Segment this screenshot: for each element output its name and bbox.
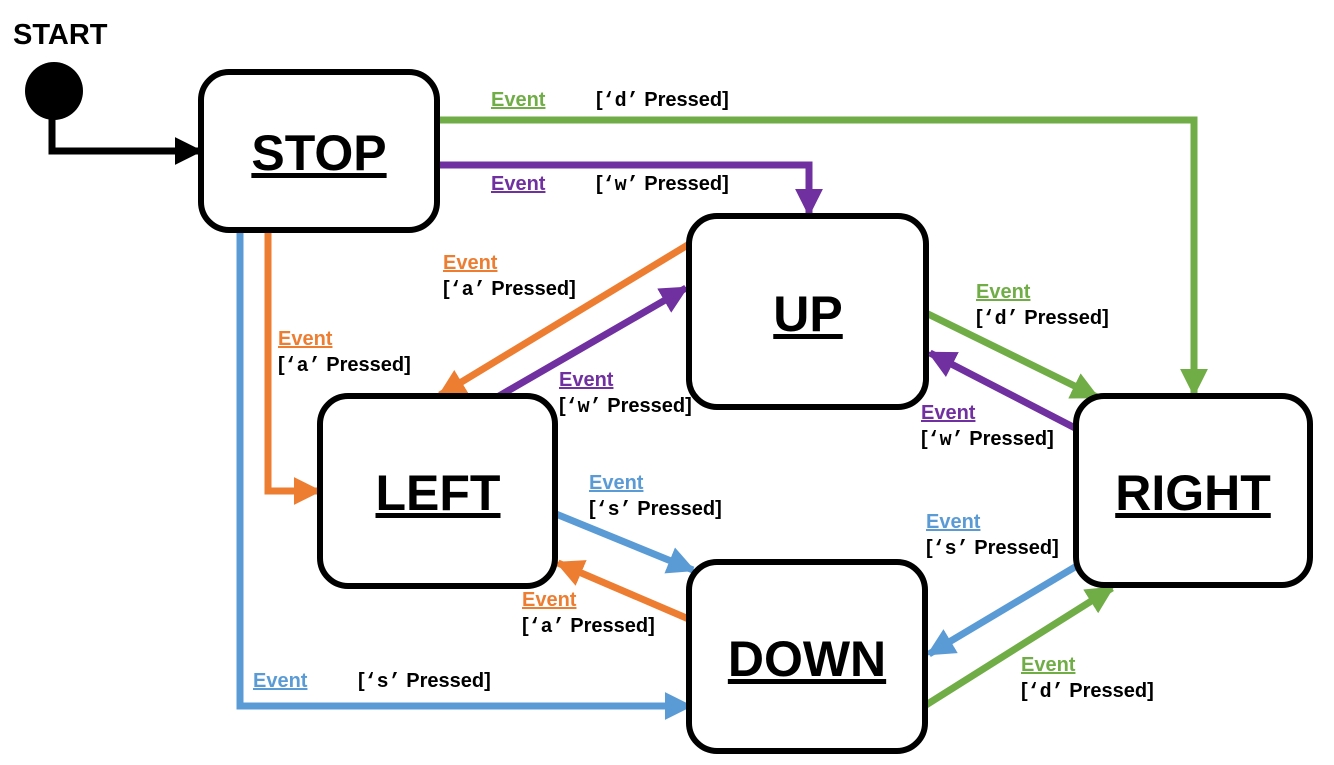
transition-label-stop-right: Event [‘d’ Pressed] (491, 89, 729, 113)
transition-label-right-down: Event [‘s’ Pressed] (926, 511, 1059, 561)
state-left: LEFT (317, 393, 558, 589)
guard-label: [‘w’ Pressed] (921, 428, 1054, 452)
edge-down-left (555, 559, 693, 624)
guard-label: [‘a’ Pressed] (278, 354, 411, 378)
event-label: Event (976, 281, 1031, 303)
guard-label: [‘d’ Pressed] (596, 89, 729, 113)
event-label: Event (1021, 654, 1076, 676)
event-label: Event (491, 173, 546, 195)
start-label: START (13, 19, 108, 51)
edge-right-up (927, 349, 1079, 433)
transition-label-left-up: Event [‘w’ Pressed] (559, 369, 692, 419)
guard-label: [‘a’ Pressed] (522, 615, 655, 639)
edge-right-down (926, 560, 1082, 658)
event-label: Event (253, 670, 308, 692)
transition-label-left-down: Event [‘s’ Pressed] (589, 472, 722, 522)
state-down: DOWN (686, 559, 928, 754)
edge-up-left (437, 240, 693, 398)
edge-stop-right (437, 116, 1208, 397)
state-up: UP (686, 213, 929, 410)
event-label: Event (926, 511, 981, 533)
edge-start-stop (48, 110, 203, 165)
event-label: Event (559, 369, 614, 391)
guard-label: [‘s’ Pressed] (926, 537, 1059, 561)
transition-label-up-left: Event [‘a’ Pressed] (443, 252, 576, 302)
guard-label: [‘s’ Pressed] (589, 498, 722, 522)
state-right: RIGHT (1073, 393, 1313, 588)
guard-label: [‘a’ Pressed] (443, 278, 576, 302)
state-left-label: LEFT (376, 465, 501, 521)
guard-label: [‘d’ Pressed] (976, 307, 1109, 331)
state-up-label: UP (773, 286, 842, 342)
event-label: Event (589, 472, 644, 494)
state-stop-label: STOP (251, 125, 386, 181)
transition-label-stop-left: Event [‘a’ Pressed] (278, 328, 411, 378)
state-down-label: DOWN (728, 631, 886, 687)
transition-label-down-right: Event [‘d’ Pressed] (1021, 654, 1154, 704)
state-right-label: RIGHT (1115, 465, 1271, 521)
edge-left-down (554, 510, 696, 574)
edge-left-up (497, 284, 689, 400)
transition-label-stop-up: Event [‘w’ Pressed] (491, 173, 729, 197)
event-label: Event (921, 402, 976, 424)
state-stop: STOP (198, 69, 440, 233)
edge-up-right (924, 309, 1100, 401)
edge-stop-left (264, 230, 322, 505)
event-label: Event (443, 252, 498, 274)
transition-label-right-up: Event [‘w’ Pressed] (921, 402, 1054, 452)
transition-label-stop-down: Event [‘s’ Pressed] (253, 670, 491, 694)
event-label: Event (491, 89, 546, 111)
guard-label: [‘w’ Pressed] (596, 173, 729, 197)
event-label: Event (278, 328, 333, 350)
transition-label-up-right: Event [‘d’ Pressed] (976, 281, 1109, 331)
event-label: Event (522, 589, 577, 611)
edge-stop-down (236, 232, 693, 720)
guard-label: [‘d’ Pressed] (1021, 680, 1154, 704)
guard-label: [‘s’ Pressed] (358, 670, 491, 694)
start-node (25, 62, 83, 120)
edge-stop-up (437, 161, 823, 217)
edge-down-right (924, 585, 1115, 708)
transition-label-down-left: Event [‘a’ Pressed] (522, 589, 655, 639)
guard-label: [‘w’ Pressed] (559, 395, 692, 419)
